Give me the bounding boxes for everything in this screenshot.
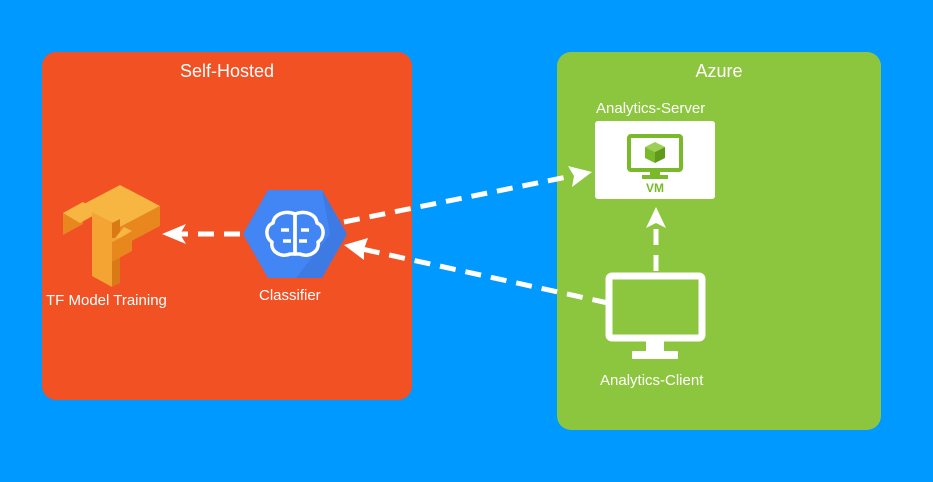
analytics-server-label: Analytics-Server [596, 100, 706, 117]
azure-title: Azure [695, 61, 743, 81]
analytics-server-node: VM [595, 121, 715, 199]
azure-group: Azure [557, 52, 881, 430]
connector-client-to-classifier [361, 246, 609, 306]
arrow-to-classifier [344, 238, 368, 260]
vm-badge: VM [646, 181, 664, 195]
analytics-client-label: Analytics-Client [600, 372, 704, 389]
self-hosted-title: Self-Hosted [179, 61, 275, 81]
monitor-icon [605, 272, 706, 359]
brain-icon [243, 190, 347, 278]
tf-model-training-label: TF Model Training [46, 292, 167, 309]
connector-classifier-to-server [343, 173, 573, 225]
arrow-to-tf [162, 224, 186, 244]
arrow-to-server [568, 166, 592, 187]
vm-monitor-icon [627, 134, 683, 179]
tensorflow-icon [63, 185, 160, 287]
arrow-to-vm [646, 207, 666, 228]
arrowheads [162, 166, 666, 260]
connectors [180, 173, 659, 306]
classifier-label: Classifier [259, 287, 321, 304]
